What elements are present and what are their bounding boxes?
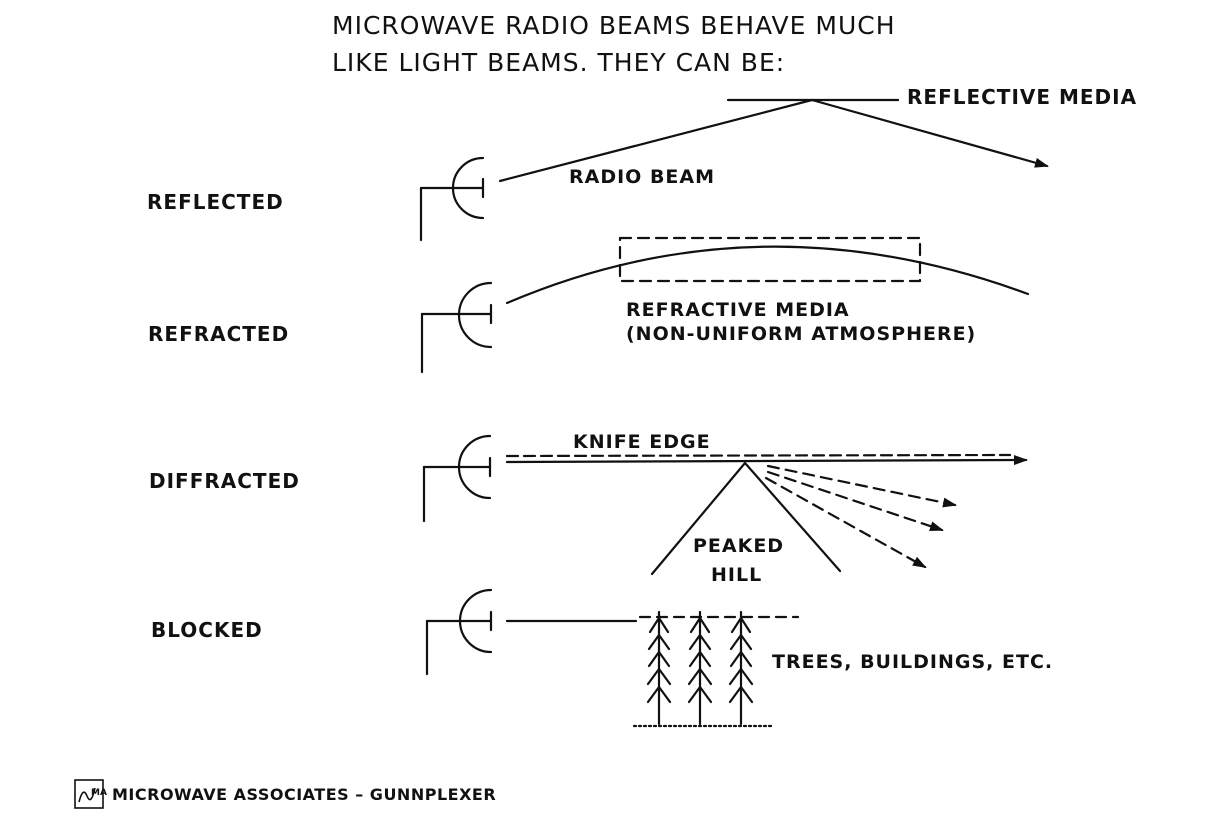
peaked-label: PEAKED [693,535,784,557]
diffracted-ray-2 [766,470,944,532]
reflected-label: REFLECTED [147,190,284,214]
tree-icon [687,610,713,726]
ma-logo-icon: MA [74,779,107,809]
diffracted-label: DIFFRACTED [149,469,300,493]
reflected-beam-arrow [810,98,1049,168]
tree-icon [646,610,672,726]
refractive-media-box [618,236,922,283]
blocked-antenna-icon [425,588,493,676]
tree-icon [728,610,754,726]
trees-buildings-label: TREES, BUILDINGS, ETC. [772,651,1053,673]
title-line-1: MICROWAVE RADIO BEAMS BEHAVE MUCH [332,11,896,40]
peaked-hill-shape [650,461,842,576]
refracted-beam-curve [505,245,1030,305]
non-uniform-atmosphere-label: (NON-UNIFORM ATMOSPHERE) [626,323,976,345]
radio-beam-label: RADIO BEAM [569,166,715,188]
reflected-antenna-icon [419,156,485,242]
incident-beam [498,98,814,183]
direct-dashed-beam [505,453,1012,458]
direct-beam-arrow [505,455,1028,466]
diffracted-ray-3 [764,476,927,569]
reflective-media-label: REFLECTIVE MEDIA [907,85,1137,109]
knife-edge-label: KNIFE EDGE [573,431,711,453]
footer-text: MICROWAVE ASSOCIATES – GUNNPLEXER [112,785,496,804]
refracted-antenna-icon [420,281,493,374]
diffracted-antenna-icon [422,434,492,523]
title-line-2: LIKE LIGHT BEAMS. THEY CAN BE: [332,48,785,77]
refracted-label: REFRACTED [148,322,289,346]
logo-text: MA [91,788,107,798]
blocked-label: BLOCKED [151,618,263,642]
refractive-media-label: REFRACTIVE MEDIA [626,299,850,321]
hill-label: HILL [711,564,762,586]
diffracted-ray-1 [766,464,957,508]
